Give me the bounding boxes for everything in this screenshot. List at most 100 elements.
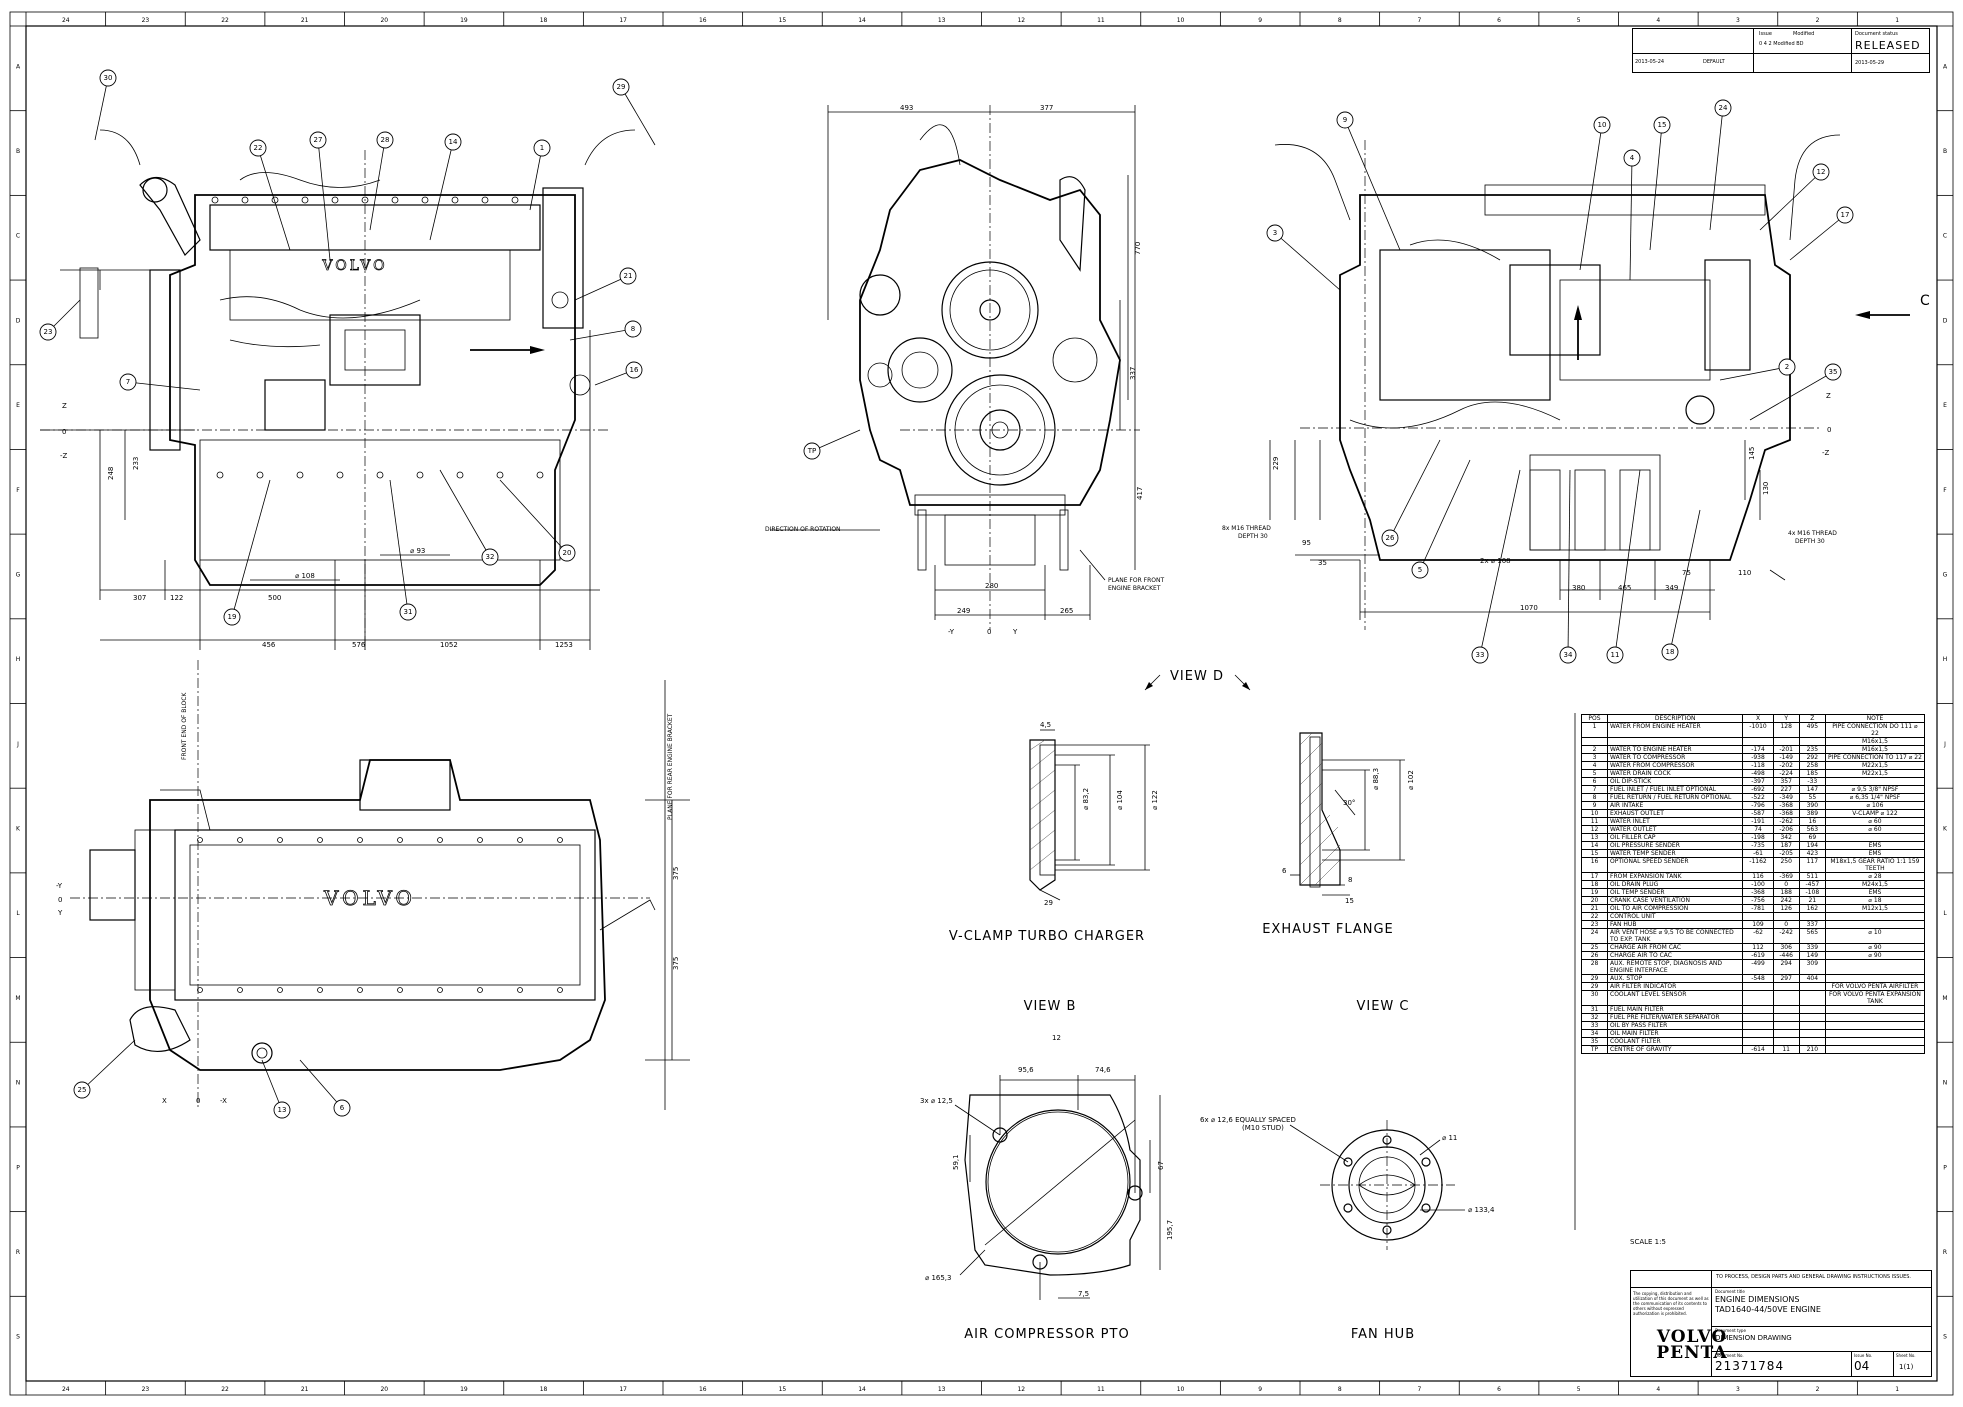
grid-label: 17 xyxy=(619,1386,627,1393)
comp-dim-1957: 195,7 xyxy=(1166,1220,1174,1240)
table-cell: 495 xyxy=(1798,722,1826,738)
balloon-number: 19 xyxy=(228,613,237,621)
table-cell: 14 xyxy=(1580,841,1609,850)
table-cell: 227 xyxy=(1772,785,1800,794)
table-cell: -498 xyxy=(1742,769,1774,778)
table-cell: 26 xyxy=(1580,951,1609,960)
rev-row-1: 0 4 2 Modified BD xyxy=(1759,41,1804,47)
table-cell: CRANK CASE VENTILATION xyxy=(1607,896,1744,905)
table-cell: ⌀ 106 xyxy=(1824,801,1926,810)
fan-hub-holes-2: (M10 STUD) xyxy=(1242,1124,1284,1132)
table-cell: FUEL MAIN FILTER xyxy=(1607,1005,1744,1014)
table-cell: -149 xyxy=(1772,753,1800,762)
table-cell: 242 xyxy=(1772,896,1800,905)
callout-balloon: 2 xyxy=(1719,358,1796,381)
callout-balloon: 9 xyxy=(1336,111,1401,251)
callout-balloon: 16 xyxy=(594,361,643,386)
logo-penta: PENTA xyxy=(1656,1343,1728,1363)
table-cell: 337 xyxy=(1798,920,1826,929)
axis-z-up-left: Z xyxy=(62,402,67,410)
table-cell: -368 xyxy=(1772,809,1800,818)
table-cell xyxy=(1742,737,1774,746)
grid-label: 15 xyxy=(779,17,787,24)
grid-label: 12 xyxy=(1017,17,1025,24)
table-cell: M24x1,5 xyxy=(1824,880,1926,889)
balloon-number: 32 xyxy=(486,553,495,561)
dim-110: 110 xyxy=(1738,569,1751,577)
volvo-penta-logo: VOLVO PENTA xyxy=(1653,1329,1731,1363)
table-cell: 35 xyxy=(1580,1037,1609,1046)
axis-0-front: 0 xyxy=(987,628,991,636)
dim-1070: 1070 xyxy=(1520,604,1538,612)
grid-label: E xyxy=(1943,402,1947,409)
callout-balloon: 24 xyxy=(1709,99,1732,231)
grid-label: K xyxy=(16,826,21,833)
title-notice: TO PROCESS, DESIGN PARTS AND GENERAL DRA… xyxy=(1716,1274,1912,1280)
callout-balloon: 23 xyxy=(39,299,81,341)
table-cell: 306 xyxy=(1772,943,1800,952)
balloon-number: 14 xyxy=(449,138,458,146)
table-cell: 565 xyxy=(1798,928,1826,944)
table-cell xyxy=(1742,1013,1774,1022)
table-cell: 6 xyxy=(1580,777,1609,786)
table-cell xyxy=(1798,1029,1826,1038)
table-cell xyxy=(1798,982,1826,991)
table-cell: EMS xyxy=(1824,841,1926,850)
table-cell xyxy=(1824,974,1926,983)
fan-hub-dim-1334: ⌀ 133,4 xyxy=(1468,1206,1495,1214)
callout-balloon: 8 xyxy=(569,320,642,341)
table-header-cell: NOTE xyxy=(1824,714,1926,723)
table-cell: -457 xyxy=(1798,880,1826,889)
sheet-label: Sheet No. xyxy=(1896,1353,1916,1358)
table-cell: AIR FILTER INDICATOR xyxy=(1607,982,1744,991)
table-cell: OIL DIP-STICK xyxy=(1607,777,1744,786)
table-cell: 22 xyxy=(1580,912,1609,921)
table-cell: -198 xyxy=(1742,833,1774,842)
table-cell xyxy=(1742,1021,1774,1030)
comp-dim-956: 95,6 xyxy=(1018,1066,1034,1074)
table-cell: FOR VOLVO PENTA EXPANSION TANK xyxy=(1824,990,1926,1006)
table-cell: CENTRE OF GRAVITY xyxy=(1607,1045,1744,1054)
table-cell xyxy=(1772,1021,1800,1030)
table-cell xyxy=(1798,1037,1826,1046)
table-cell: 34 xyxy=(1580,1029,1609,1038)
table-cell xyxy=(1772,1029,1800,1038)
table-cell: M22x1,5 xyxy=(1824,769,1926,778)
table-cell: V-CLAMP ⌀ 122 xyxy=(1824,809,1926,818)
table-cell: COOLANT LEVEL SENSOR xyxy=(1607,990,1744,1006)
table-header-cell: X xyxy=(1742,714,1774,723)
balloon-number: 27 xyxy=(314,136,323,144)
revision-block: 2013-05-24 DEFAULT Issue Modified 0 4 2 … xyxy=(1632,28,1930,73)
table-cell: 30 xyxy=(1580,990,1609,1006)
table-cell: WATER FROM COMPRESSOR xyxy=(1607,761,1744,770)
balloon-number: 25 xyxy=(78,1086,87,1094)
table-cell: M12x1,5 xyxy=(1824,904,1926,913)
dim-130: 130 xyxy=(1762,482,1770,495)
callout-balloon: 13 xyxy=(261,1059,291,1119)
table-cell: 404 xyxy=(1798,974,1826,983)
dim-249: 249 xyxy=(957,607,970,615)
grid-label: 16 xyxy=(699,17,707,24)
thread-note-left-2: DEPTH 30 xyxy=(1238,533,1268,540)
exhaust-flange-detail: ⌀ 88,3 ⌀ 102 6 8 15 30° EXHAUST FLANGE xyxy=(1262,732,1415,937)
table-cell xyxy=(1798,990,1826,1006)
table-header-cell: Z xyxy=(1798,714,1826,723)
table-cell: 21 xyxy=(1580,904,1609,913)
axis-0-left: 0 xyxy=(62,428,66,436)
balloon-number: 33 xyxy=(1476,651,1485,659)
grid-label: 4 xyxy=(1656,1386,1660,1393)
plane-front-bracket-1: PLANE FOR FRONT xyxy=(1108,577,1164,584)
axis-y-pos-front: Y xyxy=(1012,628,1018,636)
grid-label: D xyxy=(16,317,21,324)
grid-label: P xyxy=(16,1164,20,1171)
grid-label: L xyxy=(1943,910,1947,917)
border-frame xyxy=(9,11,1954,1396)
